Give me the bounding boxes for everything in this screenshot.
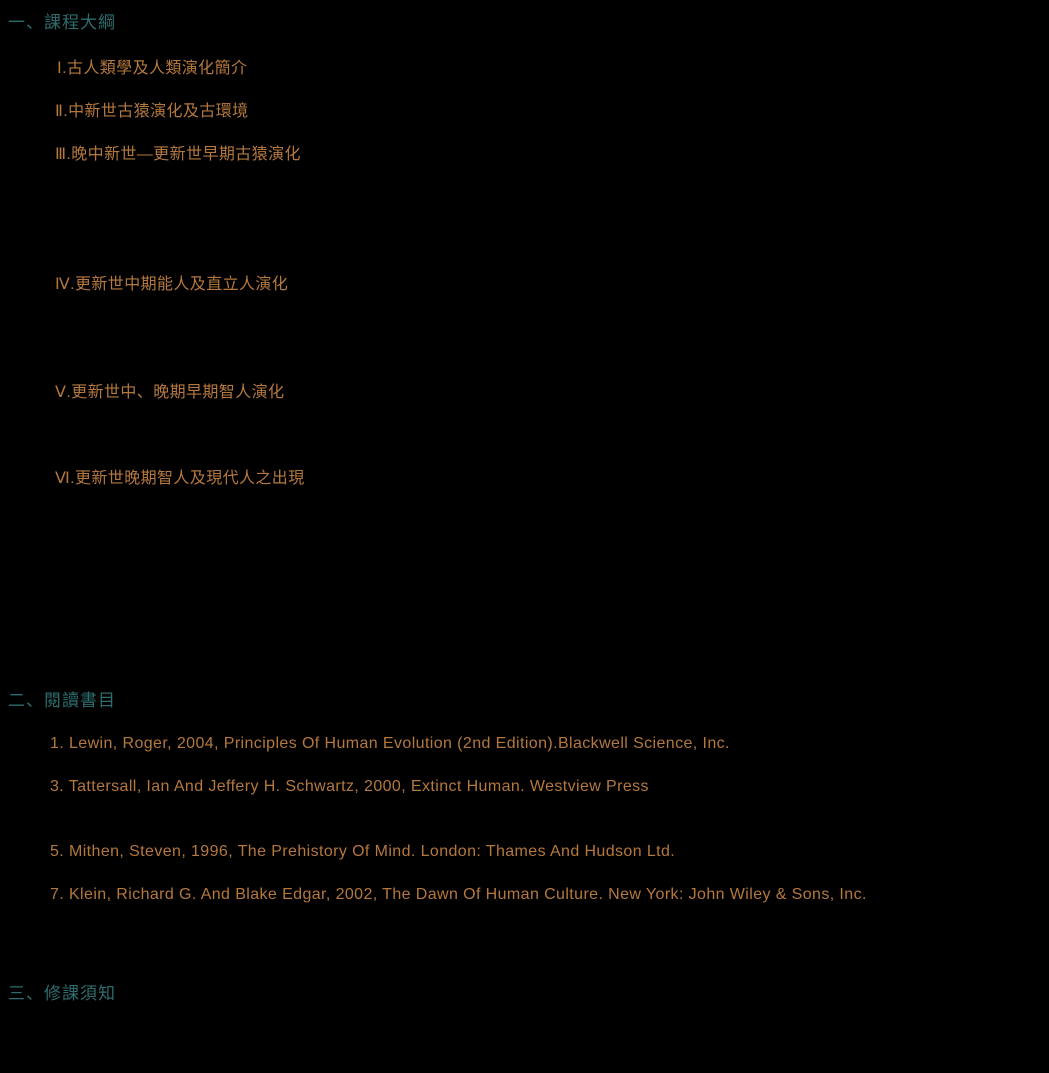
reading-item-3: 3. Tattersall, Ian And Jeffery H. Schwar… (50, 778, 649, 795)
outline-item-3: Ⅲ.晚中新世—更新世早期古猿演化 (55, 146, 301, 163)
outline-item-5: Ⅴ.更新世中、晚期早期智人演化 (55, 384, 285, 401)
outline-item-4: Ⅳ.更新世中期能人及直立人演化 (55, 276, 289, 293)
reading-item-1: 1. Lewin, Roger, 2004, Principles Of Hum… (50, 735, 730, 752)
reading-item-5: 5. Mithen, Steven, 1996, The Prehistory … (50, 843, 676, 860)
reading-item-7: 7. Klein, Richard G. And Blake Edgar, 20… (50, 886, 867, 903)
section-heading-reading-list: 二、閱讀書目 (8, 691, 116, 710)
section-heading-course-outline: 一、課程大綱 (8, 13, 116, 32)
outline-item-6: Ⅵ.更新世晚期智人及現代人之出現 (55, 470, 305, 487)
outline-item-2: Ⅱ.中新世古猿演化及古環境 (55, 103, 249, 120)
outline-item-1: Ⅰ.古人類學及人類演化簡介 (57, 60, 248, 77)
section-heading-course-notes: 三、修課須知 (8, 984, 116, 1003)
